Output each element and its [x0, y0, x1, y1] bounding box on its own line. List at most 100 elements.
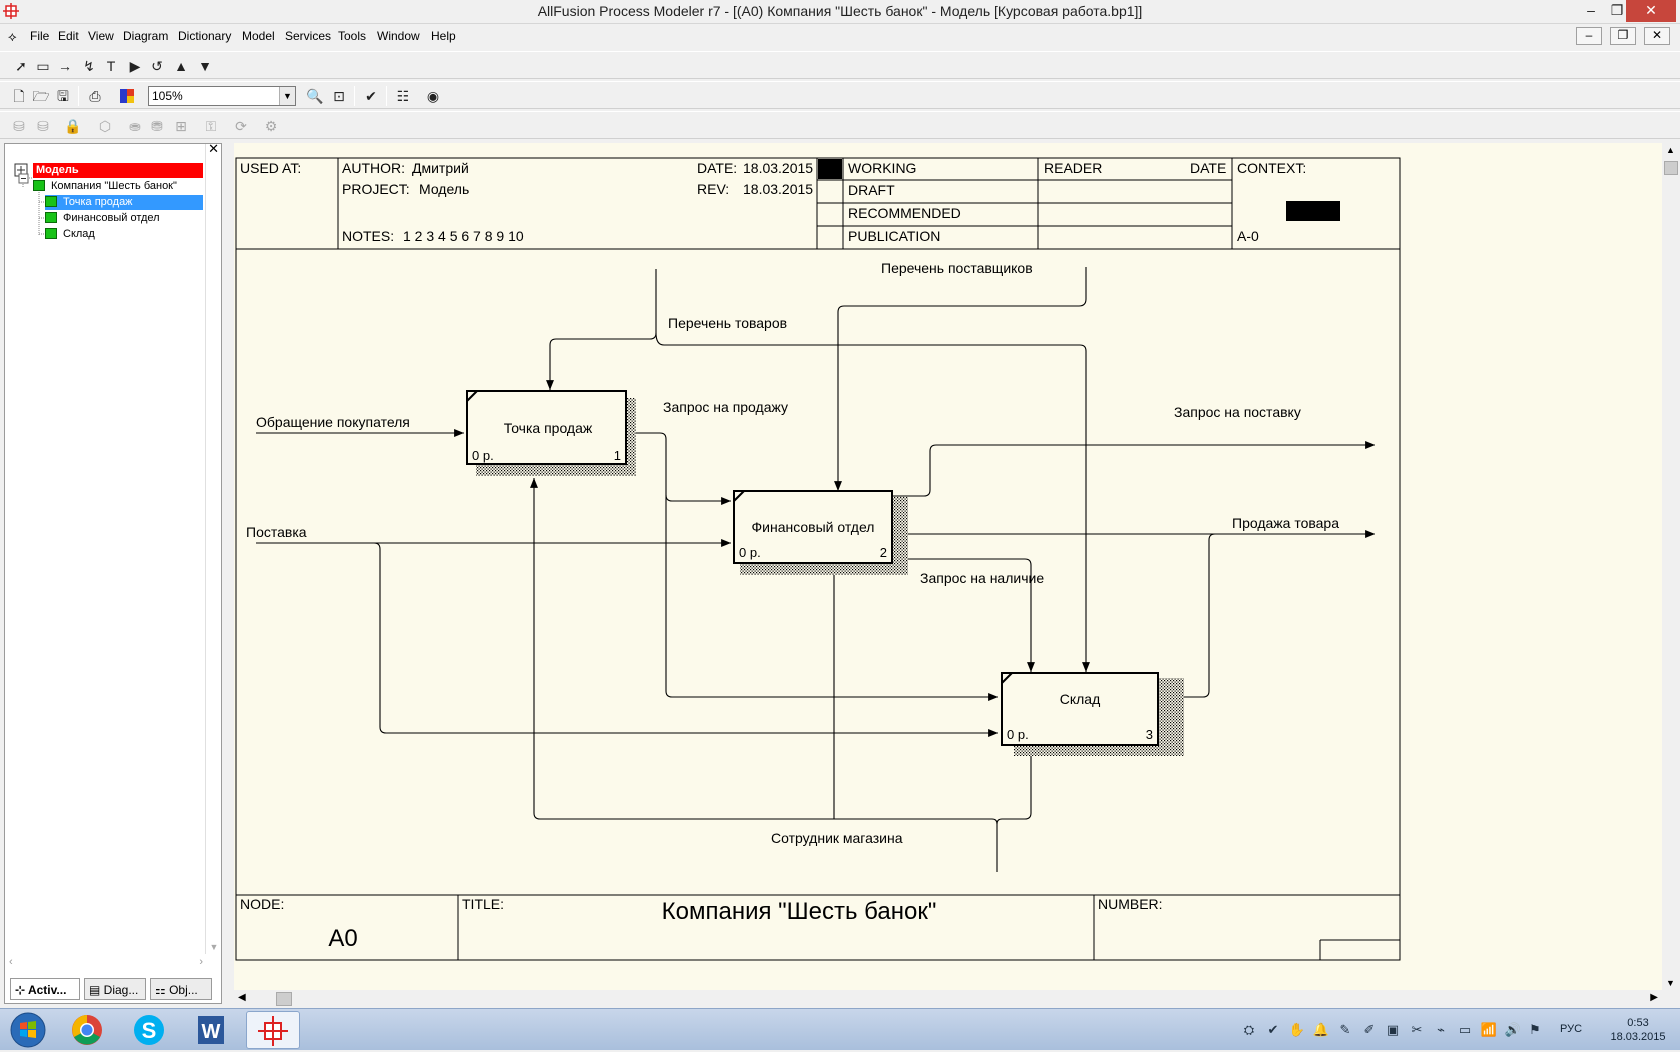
arrow-supply-request[interactable] [892, 441, 1375, 497]
tree-root-model[interactable]: Модель [33, 163, 203, 178]
menu-tools[interactable]: Tools [338, 29, 367, 43]
menu-edit[interactable]: Edit [58, 29, 79, 43]
label-availability-request[interactable]: Запрос на наличие [920, 570, 1044, 586]
start-button[interactable] [2, 1011, 54, 1049]
scroll-left-icon[interactable]: ◀ [238, 992, 246, 1003]
color-palette-icon[interactable] [116, 85, 138, 107]
tray-pen-icon[interactable]: ✐ [1363, 1022, 1375, 1037]
close-button[interactable]: ✕ [1626, 0, 1676, 22]
tray-hand-icon[interactable]: ✋ [1288, 1022, 1306, 1037]
mdi-minimize-button[interactable]: – [1576, 27, 1602, 45]
tree-hscroll[interactable]: ‹› [9, 956, 203, 968]
skype-taskbar-icon[interactable]: S [122, 1011, 176, 1049]
zoom-in-icon[interactable]: 🔍 [306, 88, 324, 104]
mdi-close-button[interactable]: ✕ [1644, 27, 1670, 45]
off-page-tool-icon[interactable]: ▶ [129, 58, 141, 74]
vertical-scrollbar[interactable]: ▲ ▼ [1662, 143, 1680, 990]
tray-bell-icon[interactable]: 🔔 [1312, 1022, 1330, 1037]
squiggle-tool-icon[interactable]: ↯ [83, 58, 95, 74]
tray-app-icon[interactable]: ⛭ [1243, 1022, 1255, 1037]
tray-monitor-icon[interactable]: ▣ [1386, 1022, 1400, 1037]
menu-diagram[interactable]: Diagram [123, 29, 169, 43]
label-customer-request[interactable]: Обращение покупателя [256, 414, 410, 430]
zoom-select[interactable]: 105% ▼ [148, 86, 296, 106]
idef0-diagram[interactable]: USED AT: AUTHOR: Дмитрий PROJECT: Модель… [234, 143, 1662, 990]
pointer-tool-icon[interactable]: ➚ [15, 58, 27, 74]
open-folder-icon[interactable]: 🗁 [32, 88, 50, 104]
text-tool-icon[interactable]: T [106, 58, 116, 74]
label-shop-employee[interactable]: Сотрудник магазина [771, 830, 903, 846]
vscroll-thumb[interactable] [1664, 161, 1678, 175]
menu-help[interactable]: Help [431, 29, 456, 43]
label-sale-request[interactable]: Запрос на продажу [663, 399, 788, 415]
tray-volume-icon[interactable]: 🔊 [1504, 1022, 1522, 1037]
arrow-delivery-3[interactable] [373, 542, 998, 737]
menu-file[interactable]: File [30, 29, 50, 43]
undo-icon[interactable]: ↺ [151, 58, 163, 74]
menu-model[interactable]: Model [242, 29, 275, 43]
activity-box-sales-point[interactable]: Точка продаж 0 р. 1 [466, 390, 627, 465]
tray-network-icon[interactable]: 📶 [1480, 1022, 1498, 1037]
arrow-suppliers-list[interactable] [834, 267, 1087, 491]
close-panel-icon[interactable]: ✕ [208, 141, 219, 156]
label-supply-request[interactable]: Запрос на поставку [1174, 404, 1301, 420]
tray-flag-icon[interactable]: ⚑ [1529, 1022, 1541, 1037]
tab-activities[interactable]: ⊹ Activ... [10, 978, 80, 1000]
spellcheck-icon[interactable]: ✔ [365, 88, 377, 104]
label-delivery[interactable]: Поставка [246, 524, 307, 540]
language-indicator[interactable]: РУС [1560, 1023, 1583, 1035]
arrow-sale-request-3[interactable] [665, 495, 998, 701]
tree-item-company[interactable]: Компания "Шесть банок" [33, 179, 177, 194]
maximize-button[interactable]: ❐ [1610, 2, 1624, 18]
label-goods-sale[interactable]: Продажа товара [1232, 515, 1339, 531]
report-browser-icon[interactable]: ◉ [426, 88, 440, 104]
new-file-icon[interactable]: 🗋 [13, 88, 25, 104]
tree-item-sales-point[interactable]: Точка продаж [45, 195, 203, 210]
minimize-button[interactable]: – [1587, 2, 1595, 18]
tray-shield-icon[interactable]: ✔ [1267, 1022, 1279, 1037]
horizontal-scrollbar[interactable]: ◀ ▶ [234, 990, 1662, 1008]
scroll-up-icon[interactable]: ▲ [1666, 145, 1675, 155]
tab-diagrams[interactable]: ▤ Diag... [84, 978, 146, 1000]
chrome-taskbar-icon[interactable] [60, 1011, 114, 1049]
tray-power-icon[interactable]: ▭ [1458, 1022, 1472, 1037]
menu-services[interactable]: Services [285, 29, 332, 43]
menu-view[interactable]: View [88, 29, 114, 43]
tray-tools-icon[interactable]: ✂ [1411, 1022, 1423, 1037]
tray-usb-icon[interactable]: ⌁ [1437, 1022, 1445, 1037]
tree-item-warehouse[interactable]: Склад [45, 227, 95, 242]
label-suppliers-list[interactable]: Перечень поставщиков [881, 260, 1033, 276]
tray-pdf-icon[interactable]: ✎ [1339, 1022, 1351, 1037]
arrow-employee-3[interactable] [996, 744, 1035, 825]
hscroll-thumb[interactable] [276, 992, 292, 1006]
arrow-sale-request-2[interactable] [626, 432, 731, 505]
tab-objects[interactable]: ⚏ Obj... [150, 978, 212, 1000]
label-goods-list[interactable]: Перечень товаров [668, 315, 787, 331]
box-tool-icon[interactable]: ▭ [36, 58, 50, 74]
scroll-down-icon[interactable]: ▼ [1666, 978, 1675, 988]
zoom-fit-icon[interactable]: ⊡ [333, 88, 345, 104]
activity-box-warehouse[interactable]: Склад 0 р. 3 [1001, 672, 1159, 746]
process-modeler-taskbar-icon[interactable] [246, 1011, 300, 1049]
go-up-icon[interactable]: ▲ [174, 58, 188, 74]
go-down-icon[interactable]: ▼ [198, 58, 212, 74]
print-icon[interactable]: ⎙ [89, 88, 101, 104]
diagram-canvas[interactable]: USED AT: AUTHOR: Дмитрий PROJECT: Модель… [234, 143, 1662, 990]
system-clock[interactable]: 0:53 18.03.2015 [1598, 1016, 1678, 1044]
arrow-goods-list-3[interactable] [655, 332, 1090, 672]
tree-vscroll[interactable]: ▼ [205, 144, 221, 954]
model-explorer-icon[interactable]: ☷ [396, 88, 410, 104]
save-icon[interactable]: 🖫 [57, 88, 69, 104]
tree-item-finance[interactable]: Финансовый отдел [45, 211, 160, 226]
menu-dictionary[interactable]: Dictionary [178, 29, 232, 43]
word-taskbar-icon[interactable]: W [184, 1011, 238, 1049]
mdi-restore-button[interactable]: ❐ [1610, 27, 1636, 45]
scroll-right-icon[interactable]: ▶ [1650, 992, 1658, 1003]
arrow-availability-request[interactable] [894, 558, 1035, 672]
chevron-down-icon[interactable]: ▼ [279, 87, 295, 105]
menu-window[interactable]: Window [377, 29, 420, 43]
activity-box-finance[interactable]: Финансовый отдел 0 р. 2 [733, 490, 893, 564]
arrow-goods-list-1[interactable] [546, 269, 657, 390]
arrow-tool-icon[interactable]: → [58, 58, 72, 74]
arrow-goods-sale-from-3[interactable] [1148, 533, 1216, 698]
